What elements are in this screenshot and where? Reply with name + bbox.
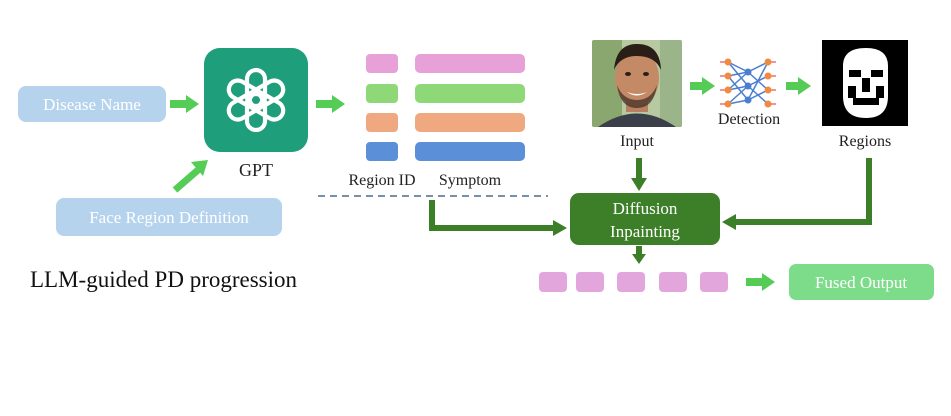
fused-output-label: Fused Output: [815, 273, 907, 292]
gpt-box: GPT: [204, 48, 308, 180]
fused-output-box: Fused Output: [789, 264, 934, 300]
connector-diffusion-to-sequence: [632, 246, 646, 264]
regions-mask: Regions: [822, 40, 908, 150]
sequence-token: [659, 272, 687, 292]
connector-input-to-diffusion: [631, 158, 647, 191]
connector-regions-to-diffusion: [722, 158, 872, 230]
face-region-definition-label: Face Region Definition: [89, 208, 249, 227]
face-region-definition-box: Face Region Definition: [56, 198, 282, 236]
sequence-token: [576, 272, 604, 292]
arrow-disease-to-gpt: [170, 95, 199, 113]
symptom-cell: [415, 142, 525, 161]
region-id-header: Region ID: [348, 172, 415, 189]
arrow-detection-to-regions: [786, 77, 811, 95]
openai-logo-icon: [226, 67, 286, 133]
connector-table-to-diffusion: [429, 200, 567, 236]
arrow-input-to-detection: [690, 77, 715, 95]
sequence-token: [539, 272, 567, 292]
symptom-cell: [415, 84, 525, 103]
diffusion-inpainting-box: Diffusion Inpainting: [570, 193, 720, 245]
region-id-cell: [366, 84, 398, 103]
disease-name-label: Disease Name: [43, 95, 141, 114]
region-id-cell: [366, 54, 398, 73]
sequence-token: [617, 272, 645, 292]
sequence-token: [700, 272, 728, 292]
neural-network-icon: Detection: [718, 58, 780, 128]
symptom-cell: [415, 113, 525, 132]
region-symptom-table: Region ID Symptom: [348, 54, 525, 189]
diffusion-label-line2: Inpainting: [610, 222, 680, 241]
detection-label: Detection: [718, 111, 780, 128]
region-id-cell: [366, 142, 398, 161]
input-photo: Input: [592, 40, 682, 150]
output-sequence: [539, 272, 728, 292]
gpt-label: GPT: [239, 160, 273, 180]
arrow-face-region-to-gpt: [172, 160, 208, 193]
caption: LLM-guided PD progression: [30, 267, 298, 292]
disease-name-box: Disease Name: [18, 86, 166, 122]
region-id-cell: [366, 113, 398, 132]
diffusion-label-line1: Diffusion: [613, 199, 678, 218]
arrow-gpt-to-table: [316, 95, 345, 113]
symptom-header: Symptom: [439, 172, 502, 189]
input-label: Input: [620, 133, 654, 150]
arrow-sequence-to-fused: [746, 273, 775, 291]
symptom-cell: [415, 54, 525, 73]
regions-label: Regions: [839, 133, 891, 150]
